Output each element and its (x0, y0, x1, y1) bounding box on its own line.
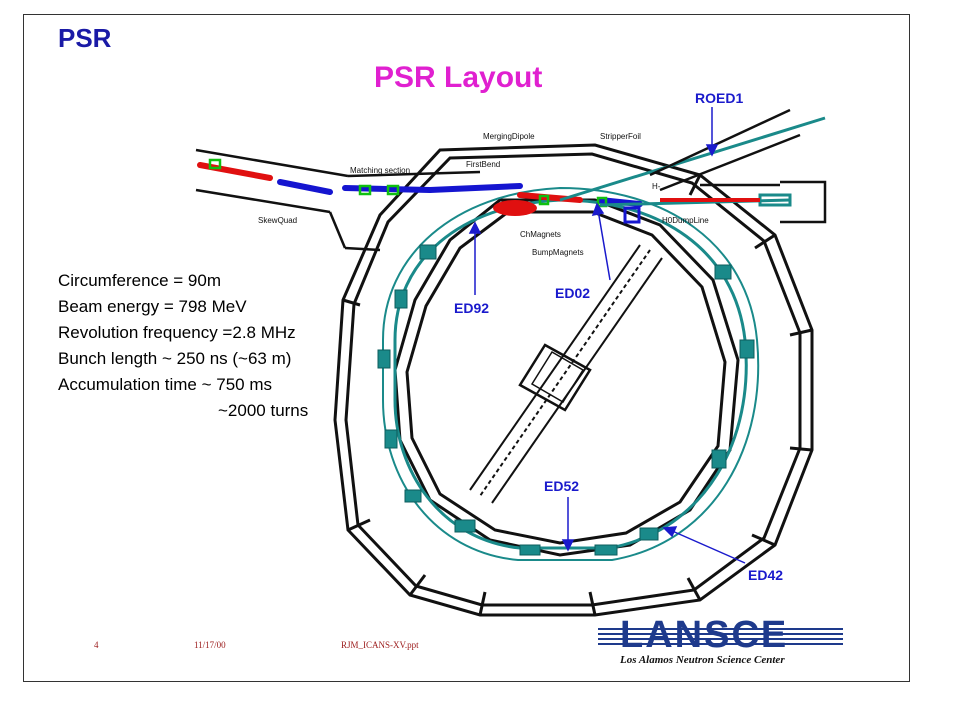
logo-subtitle: Los Alamos Neutron Science Center (620, 654, 785, 666)
extraction-channel (469, 244, 663, 504)
logo-stripes (598, 628, 843, 645)
label-stripper-foil: StripperFoil (600, 132, 641, 141)
stat-revolution-frequency: Revolution frequency =2.8 MHz (58, 323, 296, 342)
label-ed52: ED52 (544, 478, 579, 494)
footer-page-number: 4 (94, 640, 99, 650)
label-h0-dump-line: H0DumpLine (662, 216, 709, 225)
ring-magnets (377, 244, 755, 556)
ring-beamline (382, 186, 760, 561)
stat-accumulation-time: Accumulation time ~ 750 ms (58, 375, 273, 394)
lansce-logo: LANSCE Los Alamos Neutron Science Center (598, 614, 848, 670)
label-matching-section: Matching section (350, 166, 410, 175)
slide-frame (23, 14, 910, 682)
section-header: PSR (58, 23, 112, 53)
injection-red-chicane (493, 200, 537, 216)
label-first-bend: FirstBend (466, 160, 500, 169)
label-merging-dipole: MergingDipole (483, 132, 535, 141)
label-bump-magnets: BumpMagnets (532, 248, 584, 257)
label-ed02: ED02 (555, 285, 590, 301)
stat-beam-energy: Beam energy = 798 MeV (58, 297, 247, 316)
dump-magnet (623, 206, 641, 224)
label-h-minus: H- (652, 182, 661, 191)
slide-title: PSR Layout (374, 61, 543, 94)
label-roed1: ROED1 (695, 90, 743, 106)
label-chicane-magnets: ChMagnets (520, 230, 561, 239)
label-ed42: ED42 (748, 567, 783, 583)
extraction-line-walls (649, 108, 827, 224)
ring-parameters: Circumference = 90m Beam energy = 798 Me… (58, 268, 308, 424)
stat-turns: ~2000 turns (218, 401, 309, 420)
footer-filename: RJM_ICANS-XV.ppt (341, 640, 419, 650)
logo-wordmark: LANSCE (620, 614, 789, 656)
stat-bunch-length: Bunch length ~ 250 ns (~63 m) (58, 349, 292, 368)
footer-date: 11/17/00 (194, 640, 226, 650)
injection-line-walls (195, 148, 481, 252)
label-skew-quad: SkewQuad (258, 216, 297, 225)
callout-arrows (468, 107, 746, 564)
callout-labels: ROED1 ED92 ED02 ED52 ED42 (454, 90, 783, 583)
component-labels: Matching section MergingDipole StripperF… (258, 132, 709, 257)
injection-green-markers (208, 158, 608, 208)
tunnel-wall (333, 143, 814, 617)
label-ed92: ED92 (454, 300, 489, 316)
tunnel-wall-ticks (342, 174, 813, 616)
stat-circumference: Circumference = 90m (58, 271, 221, 290)
